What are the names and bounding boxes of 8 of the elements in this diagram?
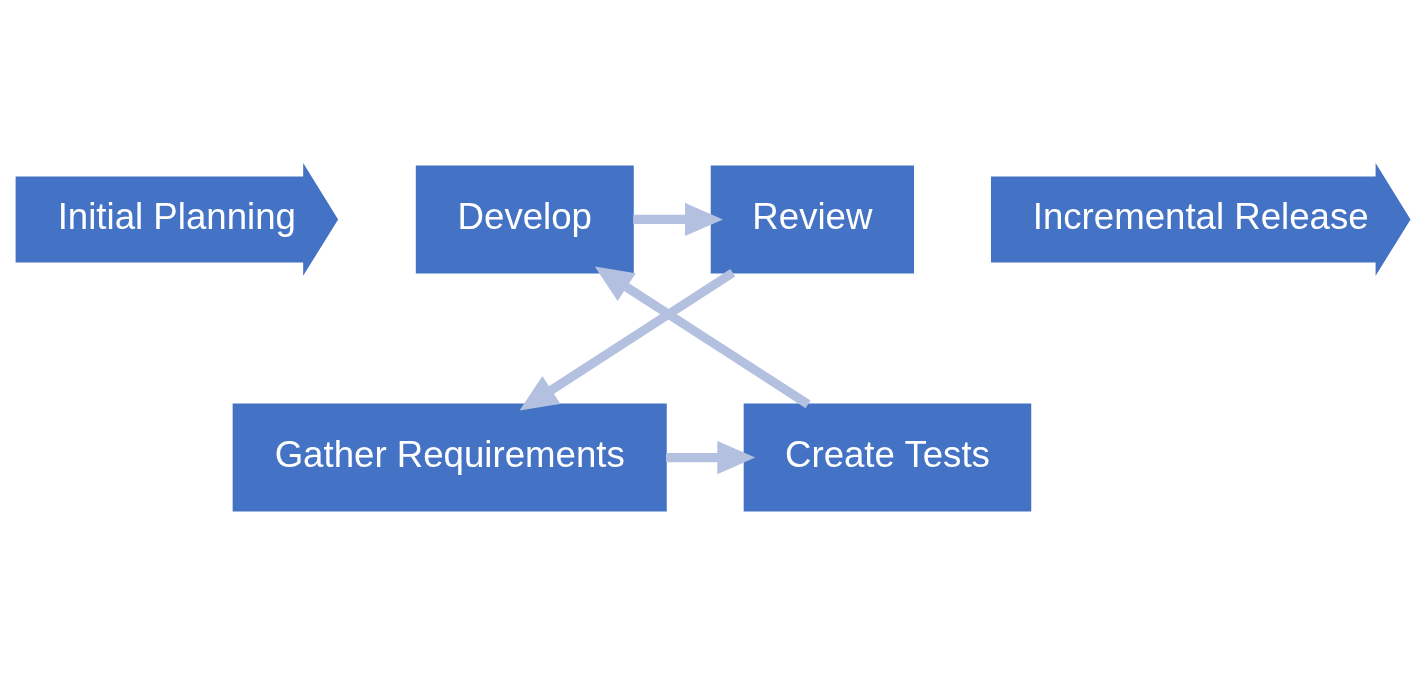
- arrow: [594, 266, 811, 408]
- node-box: Review: [710, 164, 915, 273]
- node-box: Gather Requirements: [232, 403, 667, 512]
- arrow: [519, 268, 736, 411]
- node-box: Develop: [415, 164, 634, 273]
- arrow: [633, 202, 723, 236]
- arrow: [666, 440, 756, 474]
- node-box: Create Tests: [743, 403, 1032, 512]
